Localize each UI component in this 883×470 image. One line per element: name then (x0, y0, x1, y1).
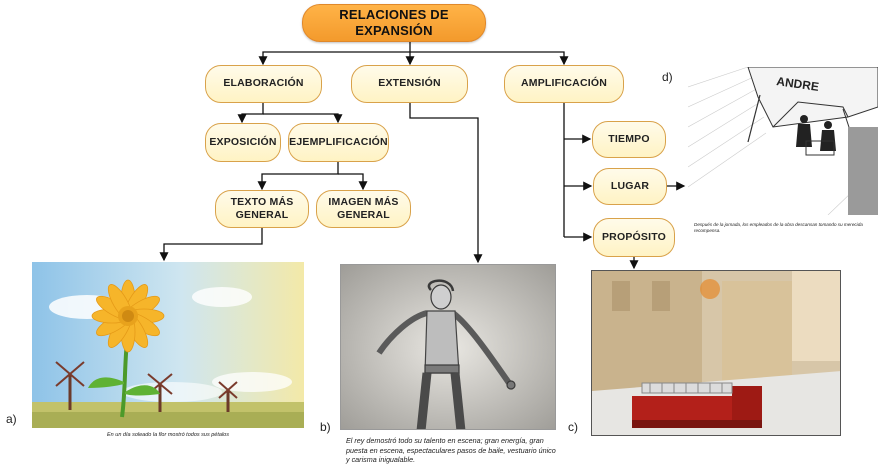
panel-c-letter: c) (568, 420, 578, 434)
node-lugar: LUGAR (593, 168, 667, 205)
node-texto-mas-general: TEXTO MÁS GENERAL (215, 190, 309, 228)
panel-a-letter: a) (6, 412, 17, 426)
sunflower-illustration (32, 262, 304, 428)
node-amplificacion: AMPLIFICACIÓN (504, 65, 624, 103)
panel-a-caption: En un día soleado la flor mostró todos s… (107, 432, 229, 438)
panel-d-letter: d) (662, 70, 673, 84)
panel-b-letter: b) (320, 420, 331, 434)
node-imagen-mas-general: IMAGEN MÁS GENERAL (316, 190, 411, 228)
node-extension: EXTENSIÓN (351, 65, 468, 103)
node-tiempo: TIEMPO (592, 121, 666, 158)
sketch-sign-text: ANDRE (776, 74, 820, 94)
root-node: RELACIONES DE EXPANSIÓN (302, 4, 486, 42)
fire-truck-scene (591, 270, 841, 436)
panel-b-caption: El rey demostró todo su talento en escen… (346, 436, 556, 465)
panel-d-caption: Después de la jornada, los empleados de … (694, 222, 863, 234)
pencil-drawing-performer (340, 264, 556, 430)
node-proposito: PROPÓSITO (593, 218, 675, 257)
node-elaboracion: ELABORACIÓN (205, 65, 322, 103)
sketch-construction-workers: ANDRE (688, 67, 878, 215)
node-ejemplificacion: EJEMPLIFICACIÓN (288, 123, 389, 162)
node-exposicion: EXPOSICIÓN (205, 123, 281, 162)
